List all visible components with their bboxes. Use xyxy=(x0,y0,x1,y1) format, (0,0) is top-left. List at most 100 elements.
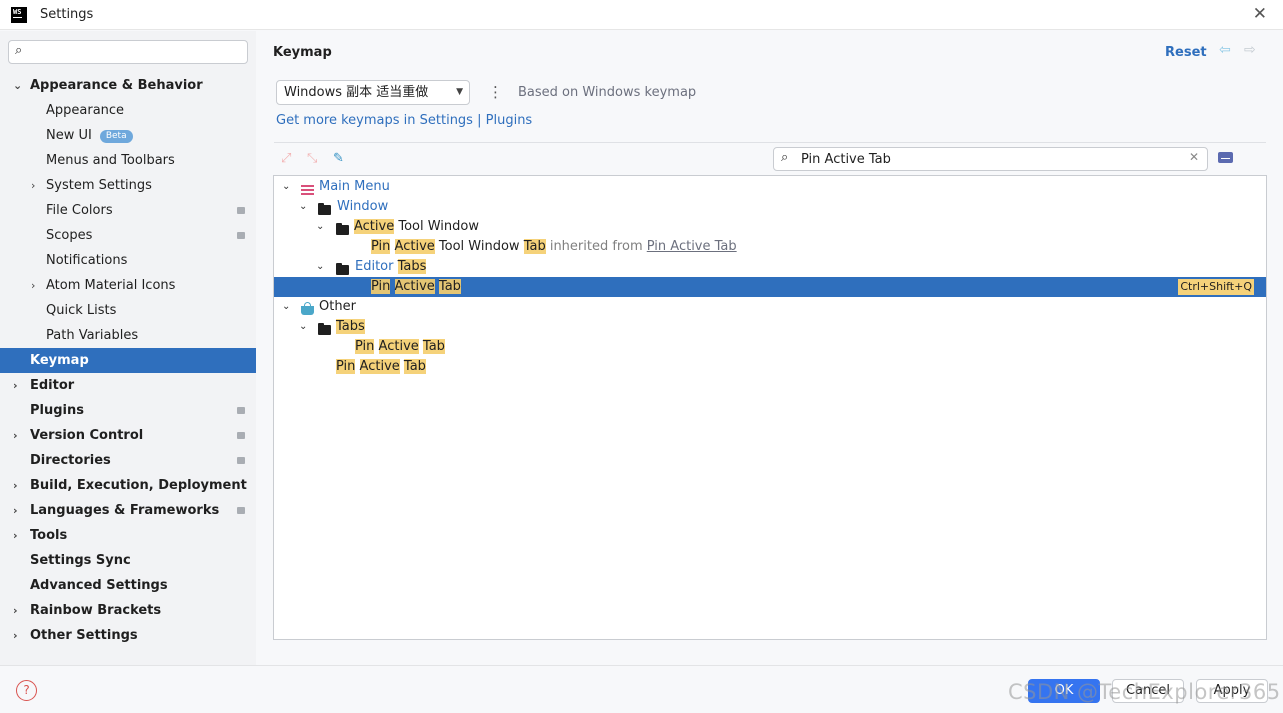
chevron-down-icon: ⌄ xyxy=(299,201,308,212)
tree-row-editor-tabs[interactable]: ⌄ Editor Tabs xyxy=(274,257,1266,277)
chevron-down-icon: ⌄ xyxy=(282,181,291,192)
sidebar-item-editor[interactable]: › Editor xyxy=(0,373,256,398)
tree-row-active-tool-window[interactable]: ⌄ Active Tool Window xyxy=(274,217,1266,237)
chevron-down-icon: ⌄ xyxy=(299,321,308,332)
project-level-icon xyxy=(237,457,245,464)
action-search[interactable]: ⌕ ✕ xyxy=(773,147,1208,171)
arrow-left-icon[interactable]: ⇦ xyxy=(1219,42,1231,58)
webstorm-logo-icon: WS xyxy=(11,7,27,23)
chevron-right-icon: › xyxy=(13,429,18,442)
chevron-down-icon: ⌄ xyxy=(282,301,291,312)
main-menu-icon xyxy=(301,185,314,195)
search-icon: ⌕ xyxy=(15,43,23,58)
sidebar-item-appearance[interactable]: Appearance xyxy=(46,103,125,118)
sidebar-item-version-control[interactable]: › Version Control xyxy=(0,423,256,448)
sidebar-item-new-ui[interactable]: New UI Beta xyxy=(0,123,256,148)
sidebar-item-advanced-settings[interactable]: Advanced Settings xyxy=(30,578,168,593)
clear-icon[interactable]: ✕ xyxy=(1188,150,1199,164)
beta-badge: Beta xyxy=(99,130,133,143)
edit-pencil-icon[interactable]: ✎ xyxy=(333,151,344,166)
chevron-right-icon: › xyxy=(31,179,36,192)
help-icon[interactable]: ? xyxy=(16,680,37,701)
sidebar-item-system-settings[interactable]: › System Settings xyxy=(0,173,256,198)
chevron-right-icon: › xyxy=(31,279,36,292)
sidebar-item-languages-frameworks[interactable]: › Languages & Frameworks xyxy=(0,498,256,523)
tree-row-pin-active-tab-selected[interactable]: Pin Active Tab Ctrl+Shift+Q xyxy=(274,277,1266,297)
chevron-down-icon: ⌄ xyxy=(316,221,325,232)
sidebar-item-appearance-behavior[interactable]: ⌄ Appearance & Behavior xyxy=(0,73,256,98)
chevron-right-icon: › xyxy=(13,629,18,642)
tree-row-pin-active-tab-other[interactable]: Pin Active Tab xyxy=(336,359,426,374)
caret-down-icon: ▼ xyxy=(456,87,463,97)
page-title: Keymap xyxy=(273,45,332,60)
sidebar-item-label: New UI xyxy=(46,128,92,143)
project-level-icon xyxy=(237,207,245,214)
sidebar-item-other-settings[interactable]: › Other Settings xyxy=(0,623,256,648)
chevron-right-icon: › xyxy=(13,379,18,392)
window-title: Settings xyxy=(40,7,94,22)
chevron-down-icon: ⌄ xyxy=(316,261,325,272)
sidebar-item-plugins[interactable]: Plugins xyxy=(0,398,256,423)
project-level-icon xyxy=(237,507,245,514)
close-icon[interactable]: ✕ xyxy=(1252,4,1267,24)
sidebar-search[interactable]: ⌕ xyxy=(8,40,248,64)
shortcut-badge: Ctrl+Shift+Q xyxy=(1178,279,1254,295)
find-by-shortcut-icon[interactable] xyxy=(1218,152,1233,163)
based-on-label: Based on Windows keymap xyxy=(518,85,697,100)
expand-all-icon[interactable]: ⤢ xyxy=(281,151,292,166)
tree-row-tabs[interactable]: ⌄ Tabs xyxy=(274,317,1266,337)
cancel-button[interactable]: Cancel xyxy=(1112,679,1184,703)
inherited-action-link[interactable]: Pin Active Tab xyxy=(646,239,737,254)
action-search-input[interactable] xyxy=(801,150,1181,168)
tree-row-other[interactable]: ⌄ Other xyxy=(274,297,1266,317)
divider xyxy=(274,142,1266,143)
sidebar-item-quick-lists[interactable]: Quick Lists xyxy=(46,303,117,318)
chevron-right-icon: › xyxy=(13,604,18,617)
sidebar-item-scopes[interactable]: Scopes xyxy=(0,223,256,248)
chevron-right-icon: › xyxy=(13,529,18,542)
arrow-right-icon[interactable]: ⇨ xyxy=(1244,42,1256,58)
chevron-right-icon: › xyxy=(13,504,18,517)
chevron-down-icon: ⌄ xyxy=(13,79,23,92)
chevron-right-icon: › xyxy=(13,479,18,492)
sidebar-item-rainbow-brackets[interactable]: › Rainbow Brackets xyxy=(0,598,256,623)
collapse-all-icon[interactable]: ⤡ xyxy=(307,151,318,166)
dialog-footer: ? OK Cancel Apply CSDN @TechExplorer365 xyxy=(0,665,1283,713)
tree-row-main-menu[interactable]: ⌄ Main Menu xyxy=(274,177,1266,197)
apply-button[interactable]: Apply xyxy=(1196,679,1268,703)
keymap-select[interactable]: Windows 副本 适当重做 ▼ xyxy=(276,80,470,105)
reset-button[interactable]: Reset xyxy=(1165,45,1207,60)
get-more-keymaps-links: Get more keymaps in Settings | Plugins xyxy=(276,113,533,128)
tree-row-pin-active-tool-window-tab[interactable]: Pin Active Tool Window Tab inherited fro… xyxy=(371,239,737,254)
sidebar-search-input[interactable] xyxy=(35,43,240,61)
sidebar-item-atom-material-icons[interactable]: › Atom Material Icons xyxy=(0,273,256,298)
project-level-icon xyxy=(237,432,245,439)
sidebar-item-notifications[interactable]: Notifications xyxy=(46,253,128,268)
tree-row-window[interactable]: ⌄ Window xyxy=(274,197,1266,217)
sidebar-item-menus-toolbars[interactable]: Menus and Toolbars xyxy=(46,153,175,168)
sidebar-item-file-colors[interactable]: File Colors xyxy=(0,198,256,223)
sidebar-item-path-variables[interactable]: Path Variables xyxy=(46,328,139,343)
sidebar-item-build-execution-deployment[interactable]: › Build, Execution, Deployment xyxy=(0,473,256,498)
project-level-icon xyxy=(237,232,245,239)
plugins-link[interactable]: Plugins xyxy=(485,113,533,128)
keymap-panel: Keymap Reset ⇦ ⇨ Windows 副本 适当重做 ▼ ⋮ Bas… xyxy=(256,31,1283,665)
action-tree: ⌄ Main Menu ⌄ Window ⌄ Active Tool Windo… xyxy=(273,175,1267,640)
sidebar-item-directories[interactable]: Directories xyxy=(0,448,256,473)
folder-icon xyxy=(318,203,331,215)
sidebar-item-tools[interactable]: › Tools xyxy=(0,523,256,548)
folder-icon xyxy=(336,263,349,275)
sidebar-item-settings-sync[interactable]: Settings Sync xyxy=(30,553,131,568)
get-more-keymaps-link[interactable]: Get more keymaps in Settings xyxy=(276,113,473,128)
settings-sidebar: ⌕ ⌄ Appearance & Behavior Appearance New… xyxy=(0,31,256,665)
title-bar: WS Settings ✕ xyxy=(0,0,1283,30)
sidebar-item-keymap[interactable]: Keymap xyxy=(0,348,256,373)
folder-icon xyxy=(318,323,331,335)
watermark: CSDN @TechExplorer365 xyxy=(1008,680,1281,704)
tree-row-pin-active-tab[interactable]: Pin Active Tab xyxy=(355,339,445,354)
basket-icon xyxy=(301,302,314,315)
more-vertical-icon[interactable]: ⋮ xyxy=(488,83,503,101)
project-level-icon xyxy=(237,407,245,414)
folder-icon xyxy=(336,223,349,235)
ok-button[interactable]: OK xyxy=(1028,679,1100,703)
